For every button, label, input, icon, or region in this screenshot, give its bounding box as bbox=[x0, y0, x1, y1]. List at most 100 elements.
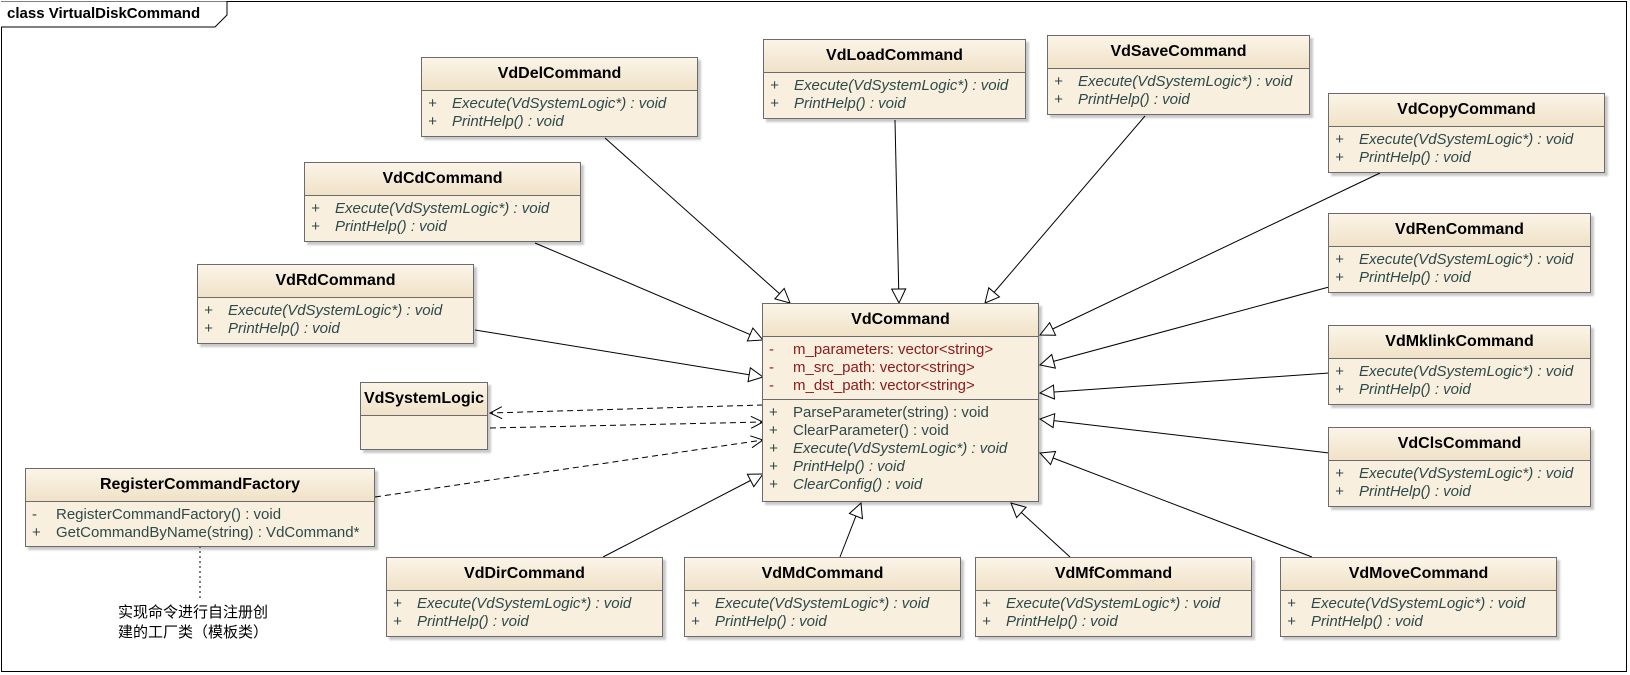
operation-row: +Execute(VdSystemLogic*) : void bbox=[1287, 595, 1550, 613]
visibility-marker: + bbox=[1335, 251, 1344, 268]
visibility-marker: + bbox=[1054, 91, 1063, 108]
class-vdmfcommand[interactable]: VdMfCommand +Execute(VdSystemLogic*) : v… bbox=[975, 557, 1252, 637]
operation-text: GetCommandByName(string) : VdCommand* bbox=[56, 524, 360, 541]
operations-section: +ParseParameter(string) : void +ClearPar… bbox=[763, 400, 1038, 498]
visibility-marker: + bbox=[204, 320, 213, 337]
operation-row: +Execute(VdSystemLogic*) : void bbox=[393, 595, 656, 613]
operation-text: Execute(VdSystemLogic*) : void bbox=[452, 95, 667, 112]
class-vdcdcommand[interactable]: VdCdCommand +Execute(VdSystemLogic*) : v… bbox=[304, 162, 581, 242]
operation-text: Execute(VdSystemLogic*) : void bbox=[1311, 595, 1526, 612]
operations-section: +Execute(VdSystemLogic*) : void +PrintHe… bbox=[1329, 461, 1590, 505]
operations-section: +Execute(VdSystemLogic*) : void +PrintHe… bbox=[1048, 69, 1309, 113]
operations-section: +Execute(VdSystemLogic*) : void +PrintHe… bbox=[305, 196, 580, 240]
operation-row: + PrintHelp() : void bbox=[1287, 613, 1550, 631]
visibility-marker: - bbox=[769, 359, 774, 376]
operation-row: +PrintHelp() : void bbox=[691, 613, 954, 631]
class-name: VdMdCommand bbox=[685, 558, 960, 591]
operations-section: -RegisterCommandFactory() : void + GetCom… bbox=[26, 502, 374, 546]
gen-cd bbox=[534, 242, 763, 340]
class-vdsavecommand[interactable]: VdSaveCommand +Execute(VdSystemLogic*) :… bbox=[1047, 35, 1310, 115]
visibility-marker: + bbox=[393, 595, 402, 612]
class-vdsystemlogic[interactable]: VdSystemLogic bbox=[360, 382, 488, 450]
class-registercommandfactory[interactable]: RegisterCommandFactory -RegisterCommandF… bbox=[25, 468, 375, 547]
operation-row: +PrintHelp() : void bbox=[1335, 381, 1584, 399]
gen-mklink bbox=[1040, 372, 1330, 393]
class-name: VdCommand bbox=[763, 304, 1038, 337]
operation-row: -RegisterCommandFactory() : void bbox=[32, 506, 368, 524]
operation-row: +Execute(VdSystemLogic*) : void bbox=[311, 200, 574, 218]
visibility-marker: + bbox=[769, 404, 778, 421]
class-name: VdCdCommand bbox=[305, 163, 580, 196]
class-name: VdMklinkCommand bbox=[1329, 326, 1590, 359]
visibility-marker: + bbox=[428, 95, 437, 112]
visibility-marker: - bbox=[769, 377, 774, 394]
operation-row: +ClearConfig() : void bbox=[769, 476, 1032, 494]
class-vdloadcommand[interactable]: VdLoadCommand +Execute(VdSystemLogic*) :… bbox=[763, 39, 1026, 119]
class-vddelcommand[interactable]: VdDelCommand + Execute(VdSystemLogic*) : … bbox=[421, 57, 698, 137]
operations-section: +Execute(VdSystemLogic*) : void + PrintHe… bbox=[1281, 591, 1556, 635]
operation-text: Execute(VdSystemLogic*) : void bbox=[228, 302, 443, 319]
class-vdmdcommand[interactable]: VdMdCommand +Execute(VdSystemLogic*) : v… bbox=[684, 557, 961, 637]
class-name: VdRenCommand bbox=[1329, 214, 1590, 247]
visibility-marker: + bbox=[769, 440, 778, 457]
operation-text: Execute(VdSystemLogic*) : void bbox=[793, 440, 1008, 457]
operation-text: PrintHelp() : void bbox=[715, 613, 827, 630]
visibility-marker: + bbox=[769, 458, 778, 475]
operations-section: +Execute(VdSystemLogic*) : void +PrintHe… bbox=[422, 91, 697, 135]
visibility-marker: + bbox=[770, 95, 779, 112]
operation-text: Execute(VdSystemLogic*) : void bbox=[335, 200, 550, 217]
operation-text: PrintHelp() : void bbox=[1311, 613, 1423, 630]
operation-row: +ParseParameter(string) : void bbox=[769, 404, 1032, 422]
class-vdcopycommand[interactable]: VdCopyCommand +Execute(VdSystemLogic*) :… bbox=[1328, 93, 1605, 173]
class-name: VdDelCommand bbox=[422, 58, 697, 91]
operations-section: +Execute(VdSystemLogic*) : void +PrintHe… bbox=[764, 73, 1025, 117]
visibility-marker: + bbox=[32, 524, 41, 541]
visibility-marker: + bbox=[1335, 269, 1344, 286]
operation-row: +Execute(VdSystemLogic*) : void bbox=[770, 77, 1019, 95]
attribute-text: m_dst_path: vector<string> bbox=[793, 377, 975, 394]
visibility-marker: + bbox=[691, 595, 700, 612]
attribute-text: m_parameters: vector<string> bbox=[793, 341, 994, 358]
class-name: RegisterCommandFactory bbox=[26, 469, 374, 502]
class-vdrdcommand[interactable]: VdRdCommand +Execute(VdSystemLogic*) : v… bbox=[197, 264, 474, 344]
frame-tab-shape bbox=[1, 1, 228, 28]
operation-row: +PrintHelp() : void bbox=[393, 613, 656, 631]
visibility-marker: + bbox=[1335, 363, 1344, 380]
operation-text: PrintHelp() : void bbox=[1006, 613, 1118, 630]
note-line: 建的工厂类（模板类） bbox=[118, 624, 269, 641]
operation-text: PrintHelp() : void bbox=[1359, 269, 1471, 286]
operation-row: +PrintHelp() : void bbox=[770, 95, 1019, 113]
class-name: VdSystemLogic bbox=[361, 383, 487, 416]
visibility-marker: + bbox=[311, 218, 320, 235]
operation-text: PrintHelp() : void bbox=[793, 458, 905, 475]
operation-text: PrintHelp() : void bbox=[1359, 149, 1471, 166]
attribute-row: -m_parameters: vector<string> bbox=[769, 341, 1032, 359]
class-vdcommand[interactable]: VdCommand -m_parameters: vector<string> … bbox=[762, 303, 1039, 502]
operation-row: +Execute(VdSystemLogic*) : void bbox=[1335, 251, 1584, 269]
class-vdmklinkcommand[interactable]: VdMklinkCommand +Execute(VdSystemLogic*)… bbox=[1328, 325, 1591, 405]
class-name: VdMfCommand bbox=[976, 558, 1251, 591]
operation-row: + PrintHelp() : void bbox=[982, 613, 1245, 631]
factory-note: 实现命令进行自注册创 建的工厂类（模板类） bbox=[118, 603, 268, 643]
operation-text: Execute(VdSystemLogic*) : void bbox=[1359, 131, 1574, 148]
operations-section: +Execute(VdSystemLogic*) : void +PrintHe… bbox=[1329, 127, 1604, 171]
class-name: VdDirCommand bbox=[387, 558, 662, 591]
class-vddircommand[interactable]: VdDirCommand +Execute(VdSystemLogic*) : … bbox=[386, 557, 663, 637]
class-vdmovecommand[interactable]: VdMoveCommand +Execute(VdSystemLogic*) :… bbox=[1280, 557, 1557, 637]
dep-command-to-logic bbox=[490, 404, 764, 413]
class-vdclscommand[interactable]: VdClsCommand +Execute(VdSystemLogic*) : … bbox=[1328, 427, 1591, 507]
visibility-marker: + bbox=[1287, 613, 1296, 630]
operation-row: +PrintHelp() : void bbox=[204, 320, 467, 338]
class-name: VdClsCommand bbox=[1329, 428, 1590, 461]
gen-save bbox=[985, 115, 1146, 303]
operation-text: PrintHelp() : void bbox=[417, 613, 529, 630]
class-vdrencommand[interactable]: VdRenCommand +Execute(VdSystemLogic*) : … bbox=[1328, 213, 1591, 293]
attributes-section: -m_parameters: vector<string> -m_src_pat… bbox=[763, 337, 1038, 400]
visibility-marker: + bbox=[982, 595, 991, 612]
visibility-marker: + bbox=[982, 613, 991, 630]
operation-text: Execute(VdSystemLogic*) : void bbox=[1078, 73, 1293, 90]
visibility-marker: + bbox=[1335, 465, 1344, 482]
gen-mf bbox=[1011, 503, 1071, 558]
dep-factory-to-command bbox=[374, 440, 763, 498]
